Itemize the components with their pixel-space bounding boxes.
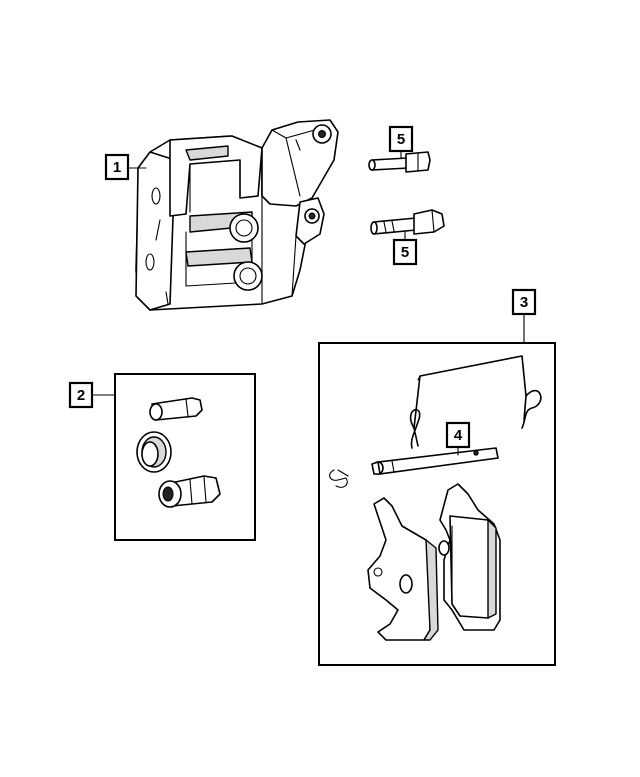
bolt-lower[interactable]: [370, 209, 445, 235]
callout-3: 3: [520, 294, 528, 311]
retaining-clip[interactable]: [329, 469, 349, 488]
retaining-pin[interactable]: [371, 447, 499, 475]
anti-rattle-spring[interactable]: [409, 355, 542, 449]
bolt-upper[interactable]: [368, 151, 431, 173]
callout-box-3: [511, 288, 537, 316]
callout-box-5-upper: [388, 125, 414, 153]
pad-kit-frame: [318, 342, 556, 666]
guide-pin-kit-frame: [114, 373, 256, 541]
brake-pad-outer[interactable]: [438, 483, 501, 631]
guide-pin-kit-parts[interactable]: [136, 397, 221, 508]
callout-box-5-lower: [392, 238, 418, 266]
callout-5-lower: 5: [401, 244, 409, 261]
callout-box-1: [104, 153, 130, 181]
callout-5-upper: 5: [397, 131, 405, 148]
callout-1: 1: [113, 159, 121, 176]
callout-box-4: [445, 421, 471, 449]
callout-4: 4: [454, 427, 463, 444]
brake-pad-inner[interactable]: [367, 497, 439, 641]
caliper-part[interactable]: [135, 119, 339, 311]
callout-2: 2: [77, 387, 85, 404]
callout-box-2: [68, 381, 94, 409]
